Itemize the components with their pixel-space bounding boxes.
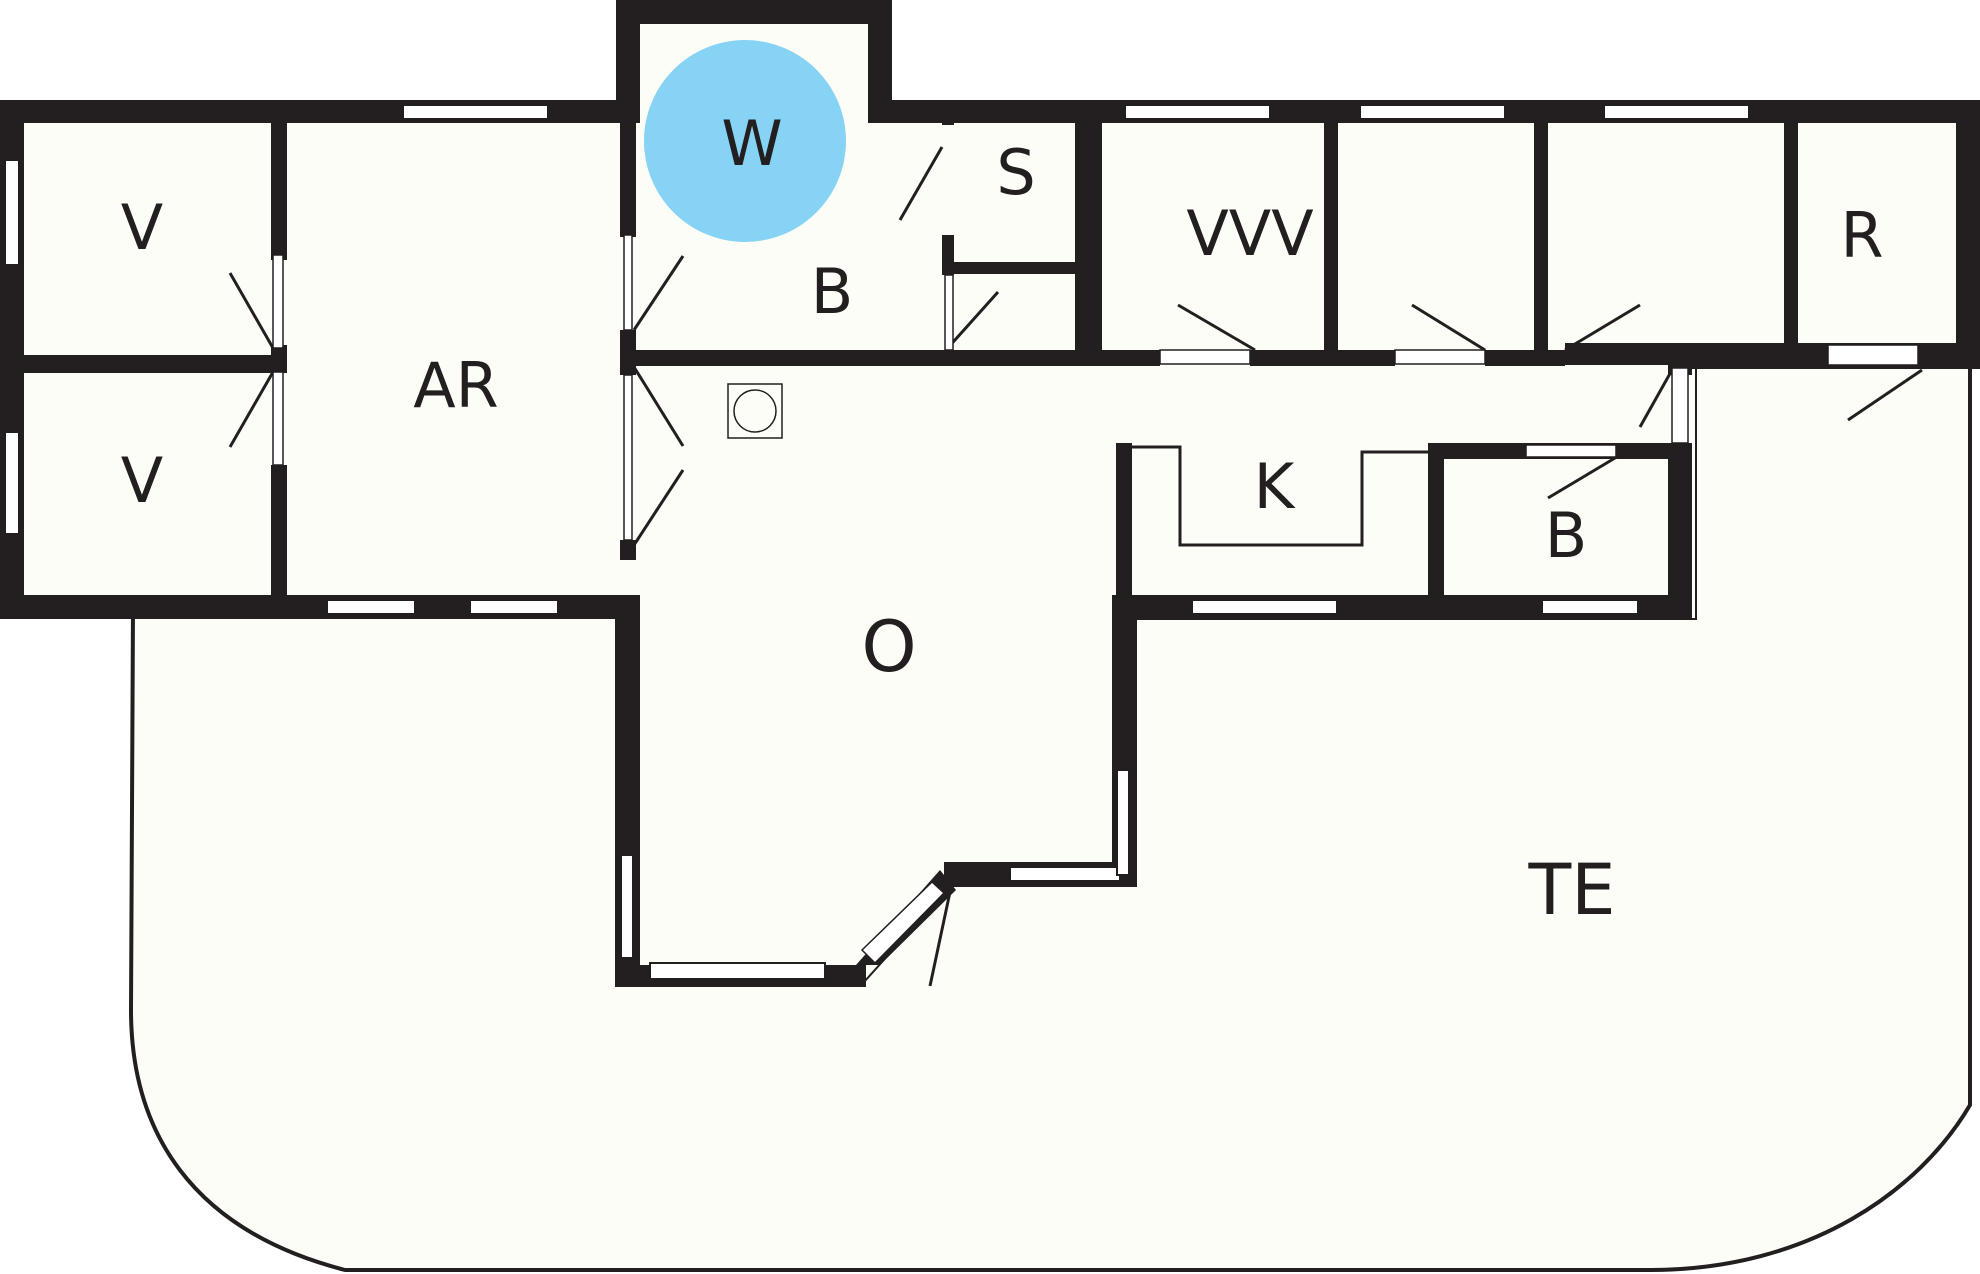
kitchen-counter	[1132, 445, 1428, 547]
room-label-b-right: B	[1545, 499, 1588, 572]
doors	[228, 146, 1923, 987]
room-label-r: R	[1840, 199, 1883, 272]
room-label-s: S	[996, 136, 1035, 209]
room-label-vvv: VVV	[1186, 197, 1313, 270]
floor-drain-icon	[727, 383, 783, 439]
room-labels: V V AR W B S VVV R K B O TE	[121, 107, 1884, 931]
room-label-v-bottom: V	[121, 444, 163, 517]
room-label-o: O	[861, 606, 916, 688]
room-label-te: TE	[1528, 849, 1616, 931]
room-label-ar: AR	[413, 349, 499, 422]
terrace-outline	[128, 363, 1972, 1272]
room-label-v-top: V	[121, 191, 163, 264]
room-label-b-top: B	[811, 255, 854, 328]
door-openings	[272, 234, 1919, 965]
windows	[4, 104, 1750, 980]
wc-marker-circle	[644, 40, 846, 242]
room-label-w: W	[721, 107, 782, 180]
room-label-k: K	[1254, 450, 1296, 523]
